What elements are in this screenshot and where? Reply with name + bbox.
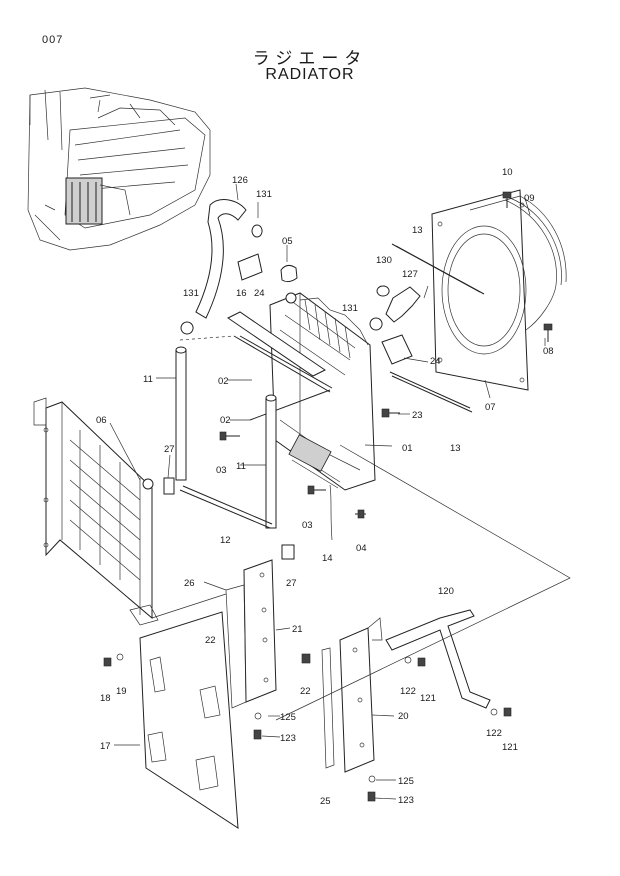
- callout-22: 22: [205, 635, 216, 646]
- hose-clamp-a: [251, 224, 263, 238]
- under-cover-panel: [139, 611, 239, 829]
- bolt-23: [381, 408, 390, 418]
- callout-26: 26: [184, 578, 195, 589]
- callout-05: 05: [282, 236, 293, 247]
- upper-hose: [195, 199, 247, 319]
- callout-13: 13: [450, 443, 461, 454]
- callout-13: 13: [412, 225, 423, 236]
- callout-25: 25: [320, 796, 331, 807]
- spacer-27a: [163, 477, 175, 495]
- stay-bar: [385, 609, 491, 709]
- callout-126: 126: [232, 175, 248, 186]
- callout-11: 11: [236, 461, 246, 472]
- callout-07: 07: [485, 402, 496, 413]
- callout-01: 01: [402, 443, 413, 454]
- callout-120: 120: [438, 586, 454, 597]
- radiator-core: [269, 292, 376, 491]
- stay-rod-lower: [389, 371, 471, 409]
- callout-18: 18: [100, 693, 111, 704]
- callout-27: 27: [164, 444, 175, 455]
- callout-24: 24: [254, 288, 265, 299]
- callout-10: 10: [502, 167, 513, 178]
- hose-clamp-d: [376, 285, 390, 297]
- seal-bar: [227, 311, 326, 377]
- callout-121: 121: [502, 742, 518, 753]
- callout-23: 23: [412, 410, 423, 421]
- callout-06: 06: [96, 415, 107, 426]
- callout-04: 04: [356, 543, 367, 554]
- rubber-pad-side: [381, 334, 413, 365]
- title-japanese: ラジエータ: [252, 49, 368, 69]
- callout-131: 131: [256, 189, 272, 200]
- spacer-27b: [281, 544, 295, 560]
- callout-02: 02: [218, 376, 229, 387]
- leader-lines: [109, 183, 571, 800]
- callout-09: 09: [524, 193, 535, 204]
- callout-121: 121: [420, 693, 436, 704]
- hose-clamp-b: [180, 321, 194, 335]
- callout-131: 131: [183, 288, 199, 299]
- callout-03: 03: [216, 465, 227, 476]
- stay-rod-upper-edge: [395, 245, 485, 295]
- callout-12: 12: [220, 535, 231, 546]
- condenser-panel: [33, 397, 159, 626]
- side-plate-21: [225, 559, 277, 709]
- callout-22: 22: [300, 686, 311, 697]
- title-english: RADIATOR: [265, 66, 355, 83]
- lower-hose: [385, 286, 421, 323]
- callout-03: 03: [302, 520, 313, 531]
- page-number: 007: [42, 34, 64, 46]
- callout-08: 08: [543, 346, 554, 357]
- callout-27: 27: [286, 578, 297, 589]
- callout-122: 122: [400, 686, 416, 697]
- callout-19: 19: [116, 686, 127, 697]
- machine-inset-sketch: [27, 87, 211, 251]
- callout-125: 125: [280, 712, 296, 723]
- callout-20: 20: [398, 711, 409, 722]
- callout-123: 123: [398, 795, 414, 806]
- shroud-bolts: [502, 191, 553, 342]
- callout-17: 17: [100, 741, 111, 752]
- callout-02: 02: [220, 415, 231, 426]
- callout-122: 122: [486, 728, 502, 739]
- callout-123: 123: [280, 733, 296, 744]
- callout-14: 14: [322, 553, 333, 564]
- callout-21: 21: [292, 624, 303, 635]
- hose-clamp-c: [369, 317, 383, 331]
- stay-rod-lower-edge: [391, 375, 473, 413]
- callout-130: 130: [376, 255, 392, 266]
- callout-125: 125: [398, 776, 414, 787]
- side-plate-20: [321, 617, 383, 773]
- callout-127: 127: [402, 269, 418, 280]
- callout-11: 11: [143, 374, 153, 385]
- callout-16: 16: [236, 288, 247, 299]
- callout-131: 131: [342, 303, 358, 314]
- rubber-pad-upper: [237, 253, 263, 281]
- fan-shroud: [431, 189, 567, 391]
- radiator-cap: [280, 264, 298, 283]
- callout-24: 24: [430, 356, 441, 367]
